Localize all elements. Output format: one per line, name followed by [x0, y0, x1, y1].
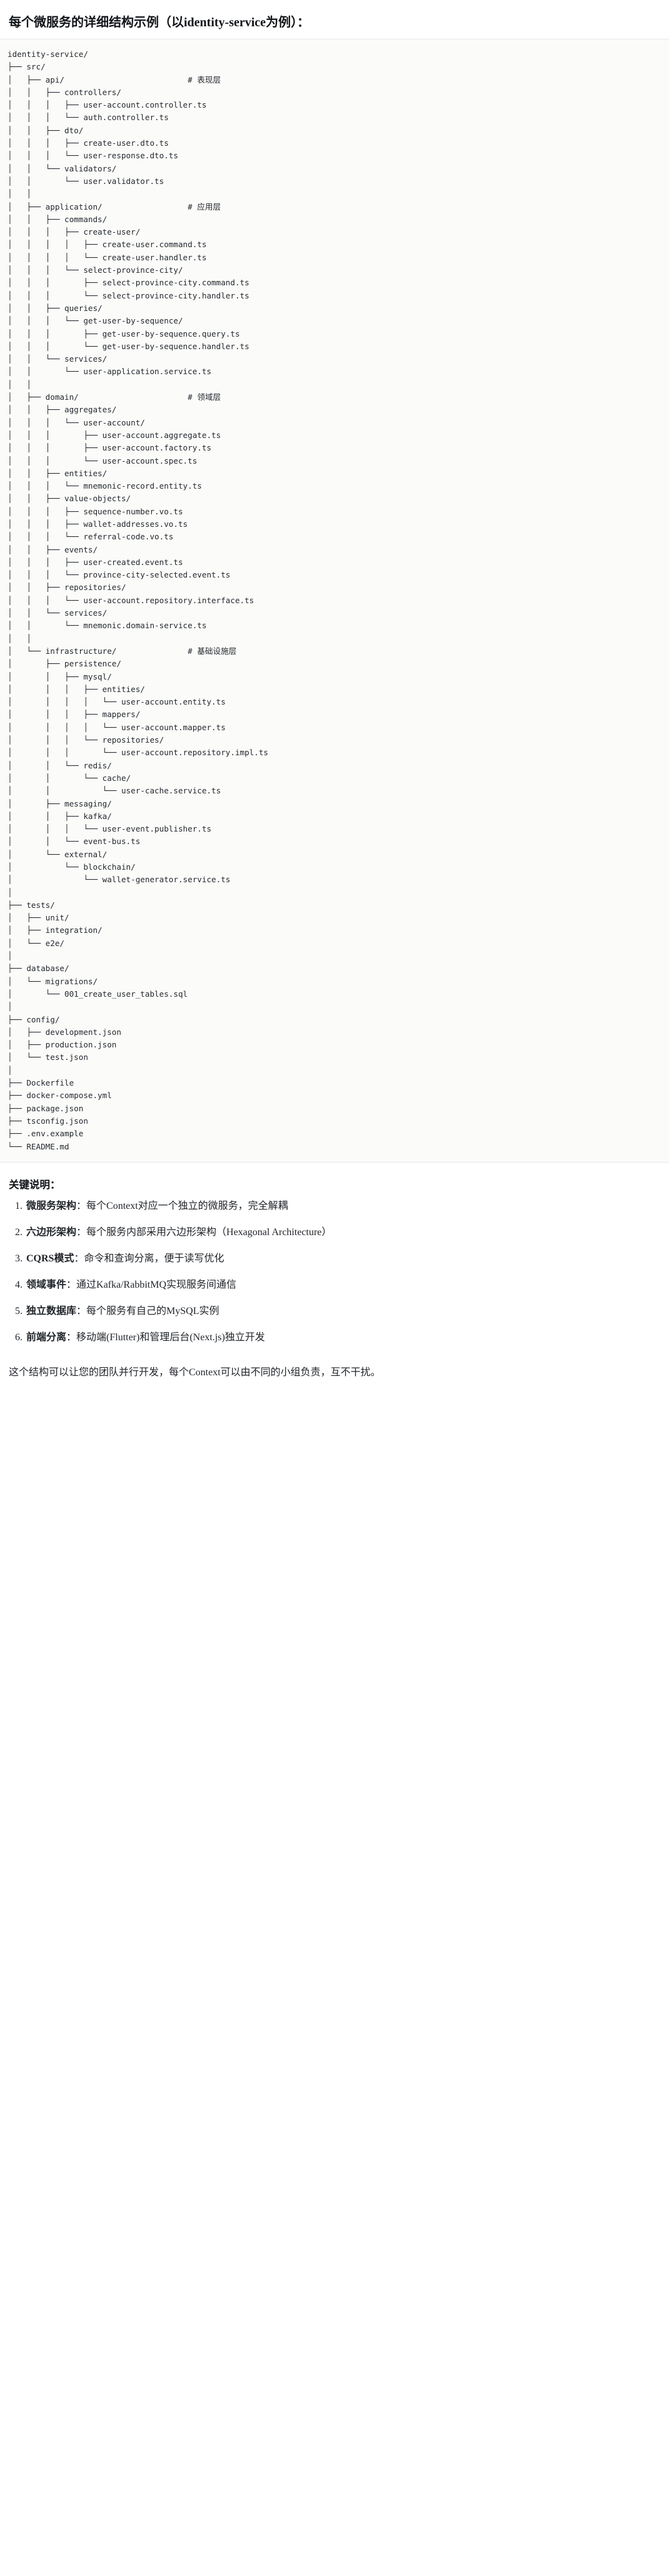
key-point-term: 领域事件: [26, 1279, 67, 1290]
key-point-term: CQRS模式: [26, 1253, 74, 1264]
key-point-term: 前端分离: [26, 1331, 67, 1343]
list-item: 六边形架构：每个服务内部采用六边形架构（Hexagonal Architectu…: [25, 1225, 660, 1240]
key-points-section: 关键说明： 微服务架构：每个Context对应一个独立的微服务，完全解耦 六边形…: [0, 1161, 669, 1359]
closing-paragraph: 这个结构可以让您的团队并行开发，每个Context可以由不同的小组负责，互不干扰…: [9, 1367, 381, 1378]
directory-tree-block: identity-service/ ├── src/ │ ├── api/ # …: [0, 39, 669, 1162]
key-point-desc: ：每个Context对应一个独立的微服务，完全解耦: [76, 1200, 288, 1211]
page-root: 每个微服务的详细结构示例（以identity-service为例）： ident…: [0, 0, 669, 1397]
list-item: 独立数据库：每个服务有自己的MySQL实例: [25, 1304, 660, 1319]
key-point-term: 独立数据库: [26, 1305, 77, 1316]
key-point-term: 六边形架构: [26, 1226, 77, 1238]
list-item: 领域事件：通过Kafka/RabbitMQ实现服务间通信: [25, 1278, 660, 1293]
page-title: 每个微服务的详细结构示例（以identity-service为例）：: [0, 0, 669, 39]
key-point-term: 微服务架构: [26, 1200, 77, 1211]
directory-tree-text: identity-service/ ├── src/ │ ├── api/ # …: [8, 49, 269, 1151]
key-point-desc: ：通过Kafka/RabbitMQ实现服务间通信: [66, 1279, 236, 1290]
key-points-list: 微服务架构：每个Context对应一个独立的微服务，完全解耦 六边形架构：每个服…: [9, 1199, 660, 1345]
list-item: 微服务架构：每个Context对应一个独立的微服务，完全解耦: [25, 1199, 660, 1214]
list-item: CQRS模式：命令和查询分离，便于读写优化: [25, 1251, 660, 1266]
key-point-desc: ：每个服务内部采用六边形架构（Hexagonal Architecture）: [76, 1226, 332, 1238]
key-points-title: 关键说明：: [9, 1178, 61, 1191]
list-item: 前端分离：移动端(Flutter)和管理后台(Next.js)独立开发: [25, 1330, 660, 1345]
key-point-desc: ：移动端(Flutter)和管理后台(Next.js)独立开发: [66, 1331, 265, 1343]
key-point-desc: ：命令和查询分离，便于读写优化: [74, 1253, 224, 1264]
key-point-desc: ：每个服务有自己的MySQL实例: [76, 1305, 219, 1316]
